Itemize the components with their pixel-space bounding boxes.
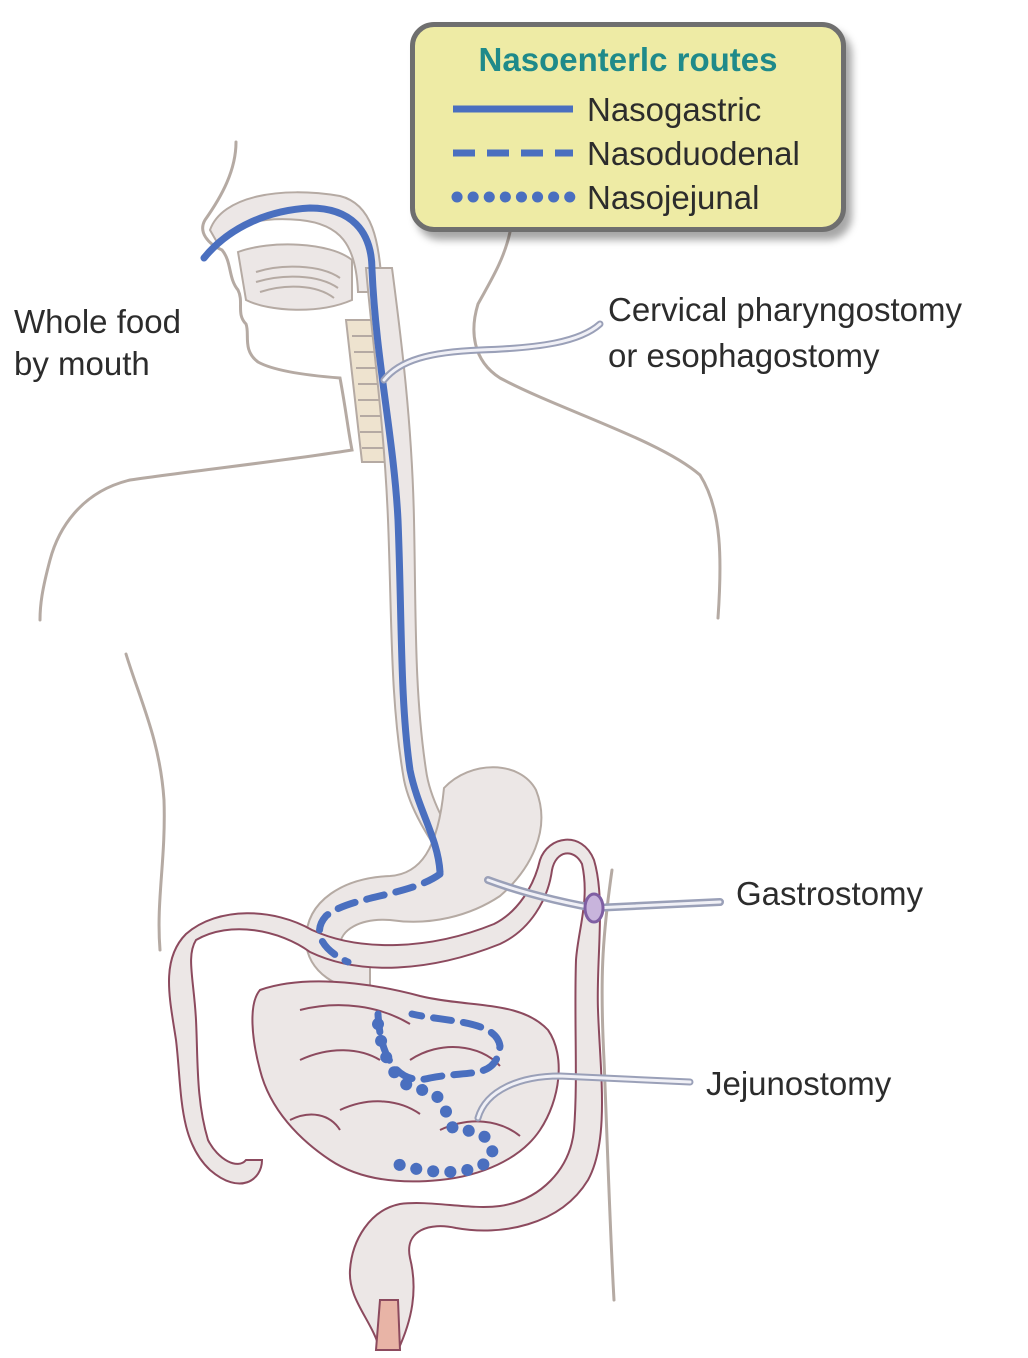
legend-label-nasogastric: Nasogastric xyxy=(587,91,761,129)
legend-label-nasoduodenal: Nasoduodenal xyxy=(587,135,800,173)
cervical-label-line2: or esophagostomy xyxy=(608,334,880,378)
solid-line-swatch xyxy=(449,89,579,129)
gastrostomy-label: Gastrostomy xyxy=(736,872,923,916)
legend-item-nasoduodenal: Nasoduodenal xyxy=(449,133,849,173)
jejunostomy-label: Jejunostomy xyxy=(706,1062,891,1106)
mouth-label-line1: Whole food xyxy=(14,300,181,344)
legend-item-nasojejunal: Nasojejunal xyxy=(449,177,849,217)
cervical-label-line1: Cervical pharyngostomy xyxy=(608,288,962,332)
legend-title: Nasoenterlc routes xyxy=(415,41,841,79)
legend-item-nasogastric: Nasogastric xyxy=(449,89,849,129)
dashed-line-swatch xyxy=(449,133,579,173)
mouth-label-line2: by mouth xyxy=(14,342,150,386)
legend-box: Nasoenterlc routes Nasogastric Nasoduode… xyxy=(410,22,846,232)
gastrostomy-stoma xyxy=(585,894,603,922)
dotted-line-swatch xyxy=(449,177,579,217)
legend-label-nasojejunal: Nasojejunal xyxy=(587,179,759,217)
